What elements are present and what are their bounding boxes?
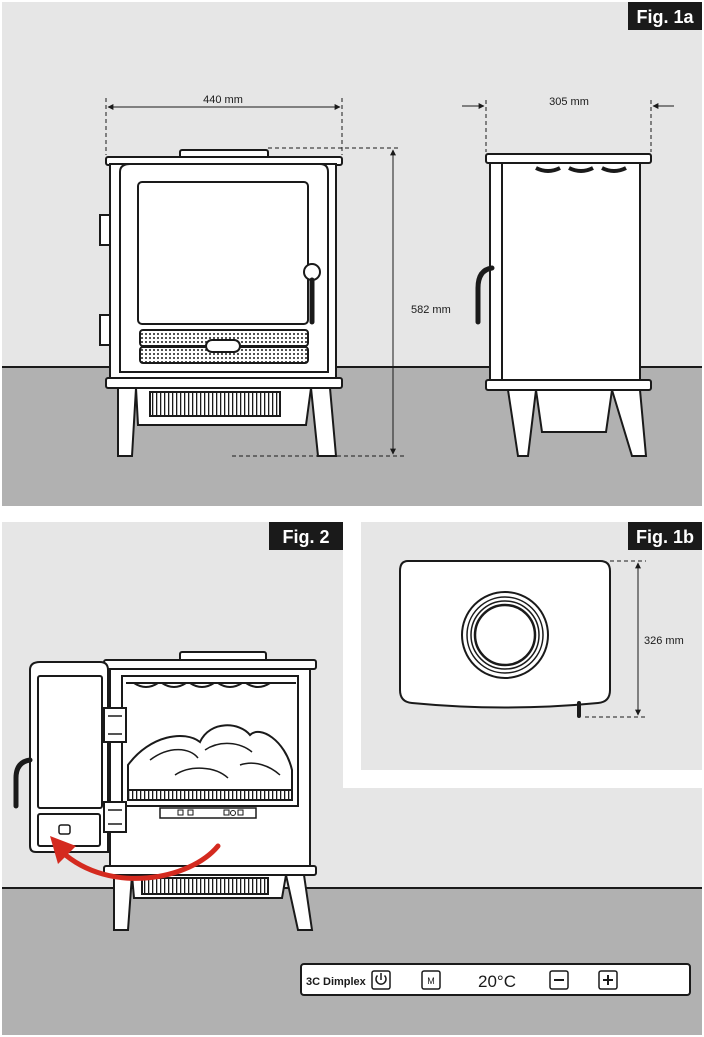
- fig-1a-panel: Fig. 1a 440 mm: [2, 2, 702, 506]
- door-open-arrow: [50, 836, 221, 881]
- mode-button-label: M: [427, 976, 435, 986]
- depth-dimension-label: 305 mm: [549, 96, 589, 108]
- width-dimension-label: 440 mm: [203, 94, 243, 106]
- fig-1b-label: Fig. 1b: [628, 522, 702, 550]
- height-dimension: 582 mm: [232, 147, 451, 457]
- fig-1a-label-text: Fig. 1a: [636, 7, 694, 27]
- fig-2-label-text: Fig. 2: [282, 527, 329, 547]
- plus-icon: [603, 975, 613, 985]
- stove-side-view: [475, 153, 652, 457]
- fig-2-label: Fig. 2: [269, 522, 343, 550]
- control-panel: 3C Dimplex M 20°C: [300, 963, 691, 996]
- svg-text:3C: 3C: [306, 976, 320, 988]
- stove-top-view: [399, 560, 611, 718]
- fig-1a-label: Fig. 1a: [628, 2, 702, 30]
- width-dimension: 440 mm: [105, 94, 343, 155]
- dimplex-logo-icon: 3C: [306, 976, 320, 988]
- stove-open-door-view: [13, 651, 317, 931]
- control-panel-frame: [300, 963, 691, 996]
- increase-button[interactable]: [598, 970, 618, 990]
- power-icon: [375, 973, 387, 985]
- brand-name: Dimplex: [323, 976, 367, 988]
- fig-1b-panel: Fig. 1b 326 mm: [361, 522, 702, 770]
- decrease-button[interactable]: [549, 970, 569, 990]
- fig-2-panel: Fig. 2: [2, 522, 702, 1035]
- height-dimension-label: 582 mm: [411, 304, 451, 316]
- fig-1b-label-text: Fig. 1b: [636, 527, 694, 547]
- depth-dimension: 305 mm: [462, 96, 674, 152]
- power-button[interactable]: [371, 970, 391, 990]
- mode-button[interactable]: M: [421, 970, 441, 990]
- stove-front-view: [99, 149, 343, 457]
- top-depth-dimension: 326 mm: [585, 560, 684, 718]
- top-depth-dimension-label: 326 mm: [644, 635, 684, 647]
- temperature-display: 20°C: [478, 972, 516, 991]
